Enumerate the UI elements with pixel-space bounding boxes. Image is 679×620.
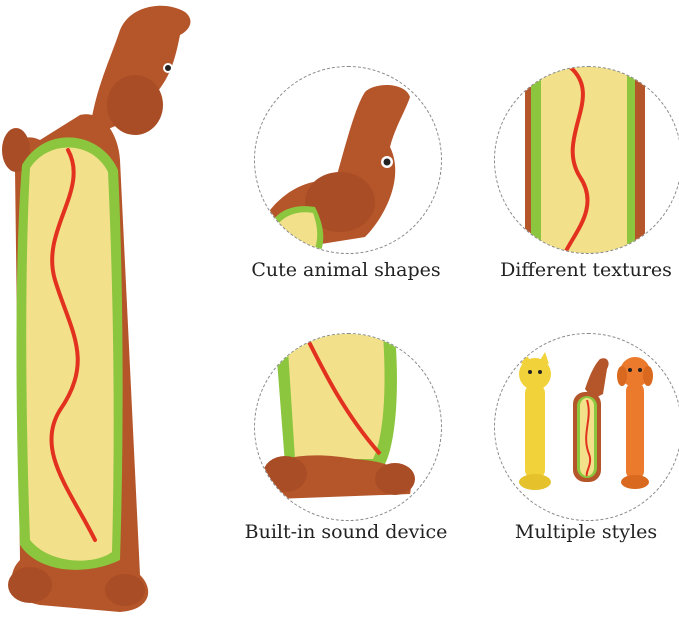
caption-sound-device: Built-in sound device: [244, 521, 448, 543]
feature-image-sound-device: [254, 333, 442, 521]
caption-animal-shapes: Cute animal shapes: [251, 259, 441, 281]
feature-image-textures: [494, 66, 679, 254]
caption-textures: Different textures: [500, 259, 672, 281]
feature-image-multiple-styles: [494, 333, 679, 521]
hotdog-dog-toy-image: [2, 5, 191, 612]
feature-image-animal-shapes: [254, 66, 442, 254]
caption-multiple-styles: Multiple styles: [514, 521, 658, 543]
